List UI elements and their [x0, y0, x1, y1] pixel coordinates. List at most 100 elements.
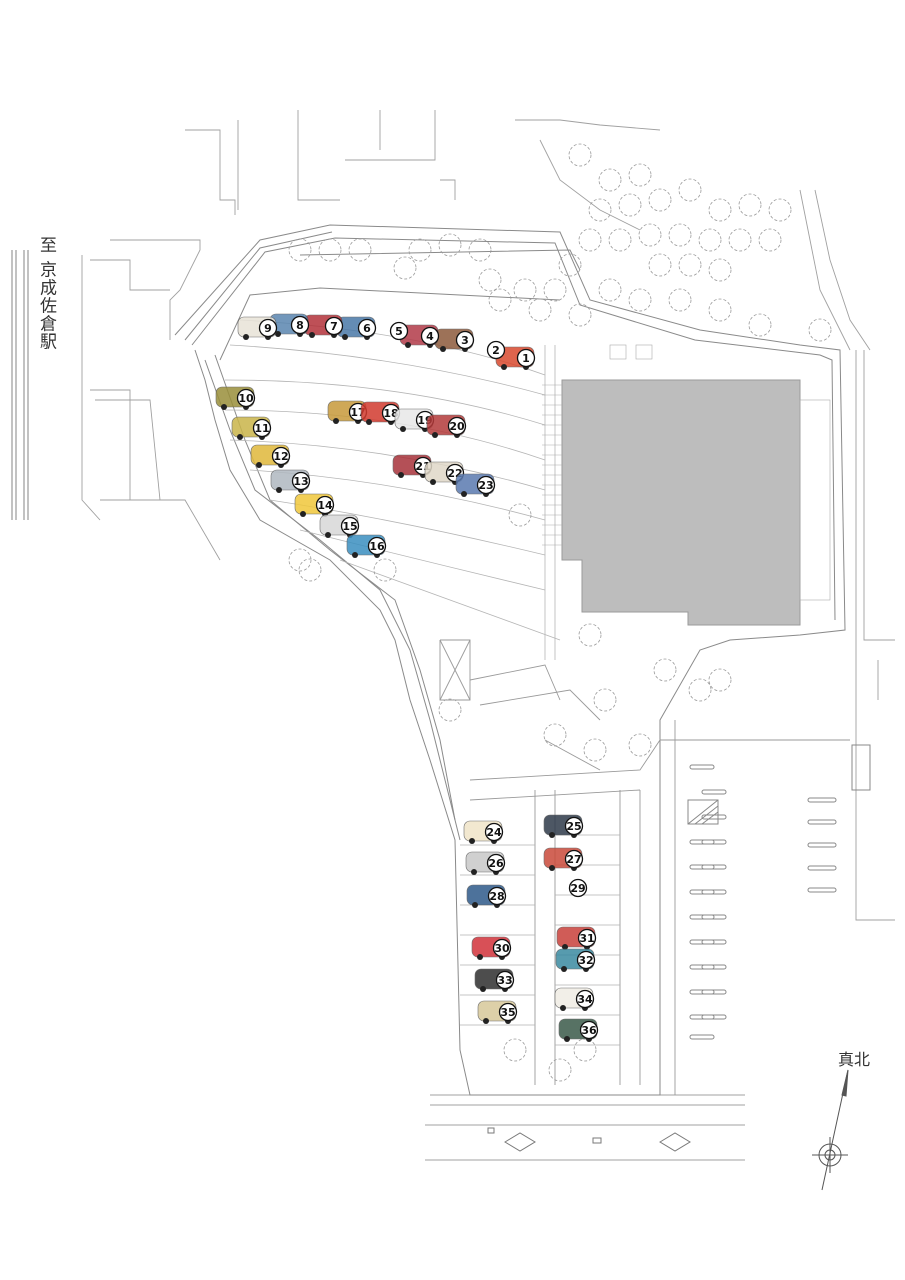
marker-label-14: 14: [317, 499, 333, 512]
tree-icon: [648, 188, 672, 212]
tree-icon: [373, 558, 397, 582]
car-wheel: [243, 334, 249, 340]
marker-label-13: 13: [293, 475, 308, 488]
tree-icon: [578, 623, 602, 647]
tree-icon: [708, 198, 732, 222]
tree-icon: [513, 278, 537, 302]
marker-circle-33[interactable]: [495, 970, 515, 990]
marker-circle-28[interactable]: [487, 886, 507, 906]
building-stairs: [542, 344, 831, 601]
marker-circle-15[interactable]: [340, 516, 360, 536]
marker-label-10: 10: [238, 392, 254, 405]
marker-label-28: 28: [489, 890, 504, 903]
car-wheel: [400, 426, 406, 432]
tree-icon: [698, 228, 722, 252]
tree-icon: [298, 558, 322, 582]
marker-label-27: 27: [566, 853, 581, 866]
marker-circle-30[interactable]: [492, 938, 512, 958]
car-wheel: [483, 1018, 489, 1024]
marker-circle-35[interactable]: [498, 1002, 518, 1022]
marker-label-30: 30: [494, 942, 510, 955]
car-wheel: [562, 944, 568, 950]
marker-circle-26[interactable]: [486, 853, 506, 873]
car-wheel: [549, 865, 555, 871]
tree-icon: [503, 1038, 527, 1062]
marker-circle-16[interactable]: [367, 536, 387, 556]
marker-circle-5[interactable]: [389, 321, 409, 341]
tree-icon: [348, 238, 372, 262]
marker-circle-31[interactable]: [577, 928, 597, 948]
marker-circle-20[interactable]: [447, 416, 467, 436]
tree-icon: [708, 258, 732, 282]
marker-label-34: 34: [577, 993, 593, 1006]
marker-circle-2[interactable]: [486, 340, 506, 360]
car-wheel: [440, 346, 446, 352]
tree-icon: [508, 503, 532, 527]
tree-icon: [668, 288, 692, 312]
site-boundary: [174, 224, 846, 1096]
car-wheel: [300, 511, 306, 517]
marker-circle-4[interactable]: [420, 326, 440, 346]
tree-icon: [608, 228, 632, 252]
station-direction-label: 至 京成佐倉駅: [36, 236, 56, 351]
tree-icon: [758, 228, 782, 252]
tree-icon: [488, 288, 512, 312]
marker-circle-6[interactable]: [357, 318, 377, 338]
marker-circle-9[interactable]: [258, 318, 278, 338]
marker-label-8: 8: [296, 319, 304, 332]
tree-icon: [408, 238, 432, 262]
marker-circle-32[interactable]: [576, 950, 596, 970]
marker-circle-1[interactable]: [516, 348, 536, 368]
tree-icon: [478, 268, 502, 292]
marker-circle-36[interactable]: [579, 1020, 599, 1040]
marker-circle-3[interactable]: [455, 330, 475, 350]
tree-icon: [628, 733, 652, 757]
tree-icon: [288, 238, 312, 262]
tree-icon: [628, 288, 652, 312]
marker-circle-10[interactable]: [236, 388, 256, 408]
tree-icon: [578, 228, 602, 252]
marker-label-2: 2: [492, 344, 500, 357]
marker-circle-23[interactable]: [476, 475, 496, 495]
true-north-label: 真北: [838, 1050, 871, 1069]
marker-label-32: 32: [578, 954, 593, 967]
marker-circle-8[interactable]: [290, 315, 310, 335]
marker-label-23: 23: [478, 479, 493, 492]
tree-icon: [573, 1038, 597, 1062]
car-wheel: [352, 552, 358, 558]
car-wheel: [432, 432, 438, 438]
marker-label-29: 29: [570, 882, 585, 895]
marker-circle-7[interactable]: [324, 316, 344, 336]
stall-dividers: [460, 834, 620, 1046]
tree-icon: [738, 193, 762, 217]
marker-label-9: 9: [264, 322, 272, 335]
marker-circle-13[interactable]: [291, 471, 311, 491]
marker-circle-25[interactable]: [564, 816, 584, 836]
marker-circle-27[interactable]: [564, 849, 584, 869]
car-wheel: [237, 434, 243, 440]
marker-label-12: 12: [273, 450, 288, 463]
marker-label-33: 33: [497, 974, 512, 987]
marker-circle-24[interactable]: [484, 822, 504, 842]
marker-circle-11[interactable]: [252, 418, 272, 438]
marker-label-5: 5: [395, 325, 403, 338]
tree-icon: [688, 678, 712, 702]
marker-circle-14[interactable]: [315, 495, 335, 515]
marker-circle-34[interactable]: [575, 989, 595, 1009]
car-wheel: [256, 462, 262, 468]
marker-circle-12[interactable]: [271, 446, 291, 466]
tree-icon: [288, 548, 312, 572]
marker-label-25: 25: [566, 820, 581, 833]
marker-label-1: 1: [522, 352, 530, 365]
marker-label-3: 3: [461, 334, 469, 347]
tree-icon: [543, 723, 567, 747]
railway-lines: [11, 250, 29, 520]
tree-icon: [708, 668, 732, 692]
tree-icon: [678, 178, 702, 202]
car-wheel: [221, 404, 227, 410]
car-wheel: [564, 1036, 570, 1042]
marker-circle-29[interactable]: [568, 878, 588, 898]
marker-label-24: 24: [486, 826, 502, 839]
car-wheel: [342, 334, 348, 340]
